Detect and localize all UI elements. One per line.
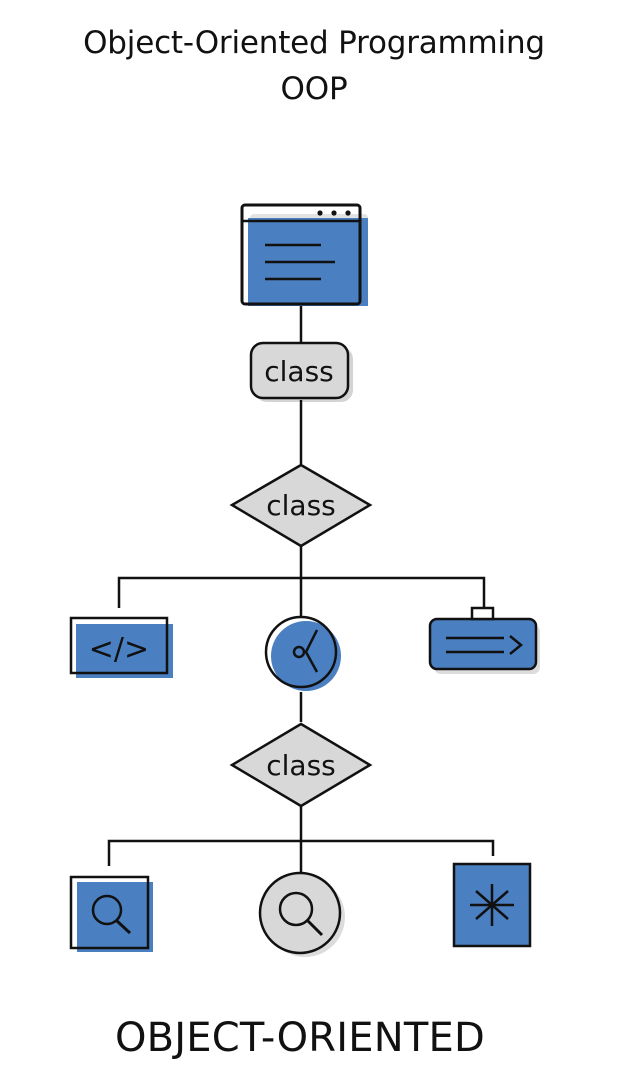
search-circle-icon [258,871,345,957]
footer-label: OBJECT-ORIENTED [114,1015,485,1061]
class-diamond-2-label: class [266,749,336,782]
class-box-label: class [264,355,334,388]
browser-window-icon [240,203,368,306]
clock-circle-icon [264,615,341,691]
title-line-1: Object-Oriented Programming [83,25,545,61]
code-tag-text: </> [89,632,149,667]
search-square-icon [69,875,153,952]
asterisk-square-icon [452,862,532,948]
connector-row2-branch [107,839,495,866]
class-box: class [249,341,353,402]
connectors [107,305,495,872]
arrow-card-icon [428,606,540,674]
class-diamond-2: class [229,722,373,808]
title-line-2: OOP [280,71,348,107]
class-diamond-1: class [229,463,373,548]
connector-row1-branch [117,576,486,608]
class-diamond-1-label: class [266,489,336,522]
code-tag-icon: </> [69,616,173,678]
